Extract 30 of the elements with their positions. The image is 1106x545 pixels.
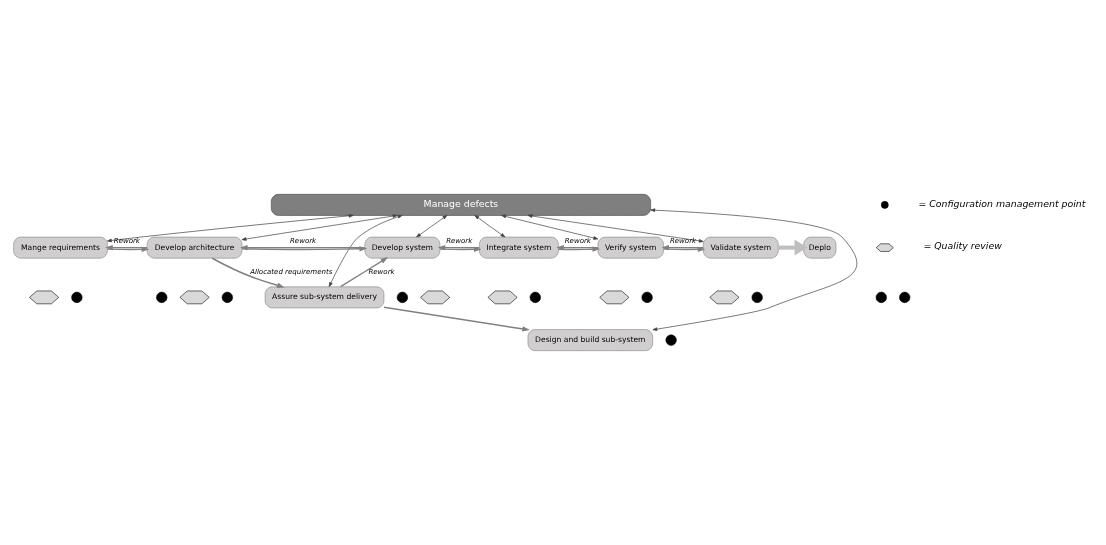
arrow bbox=[383, 306, 530, 332]
arrow bbox=[501, 214, 599, 240]
node-circle bbox=[665, 334, 677, 346]
arrow bbox=[328, 214, 403, 287]
node-circle bbox=[641, 291, 653, 303]
arrow bbox=[339, 257, 389, 288]
legend-label: = Quality review bbox=[923, 240, 1002, 252]
node-hexagon bbox=[420, 290, 451, 305]
arrow bbox=[474, 215, 506, 238]
node-hexagon bbox=[709, 290, 740, 305]
node-circle bbox=[529, 291, 541, 303]
arrow bbox=[211, 257, 285, 288]
node-circle bbox=[221, 291, 233, 303]
node-circle bbox=[396, 291, 408, 303]
node-hexagon bbox=[29, 290, 60, 305]
node-hexagon bbox=[179, 290, 210, 305]
arrow bbox=[527, 214, 704, 243]
node-circle bbox=[156, 291, 168, 303]
arrow bbox=[416, 215, 448, 238]
node-circle bbox=[751, 291, 763, 303]
arrow bbox=[650, 208, 858, 331]
node-circle bbox=[899, 291, 911, 303]
arrow bbox=[241, 214, 398, 241]
legend-label: = Configuration management point bbox=[918, 197, 1086, 209]
node-hexagon bbox=[487, 290, 518, 305]
node-hexagon bbox=[599, 290, 630, 305]
node-circle bbox=[875, 291, 887, 303]
arrow bbox=[778, 239, 808, 256]
node-circle bbox=[71, 291, 83, 303]
arrow bbox=[107, 214, 354, 243]
